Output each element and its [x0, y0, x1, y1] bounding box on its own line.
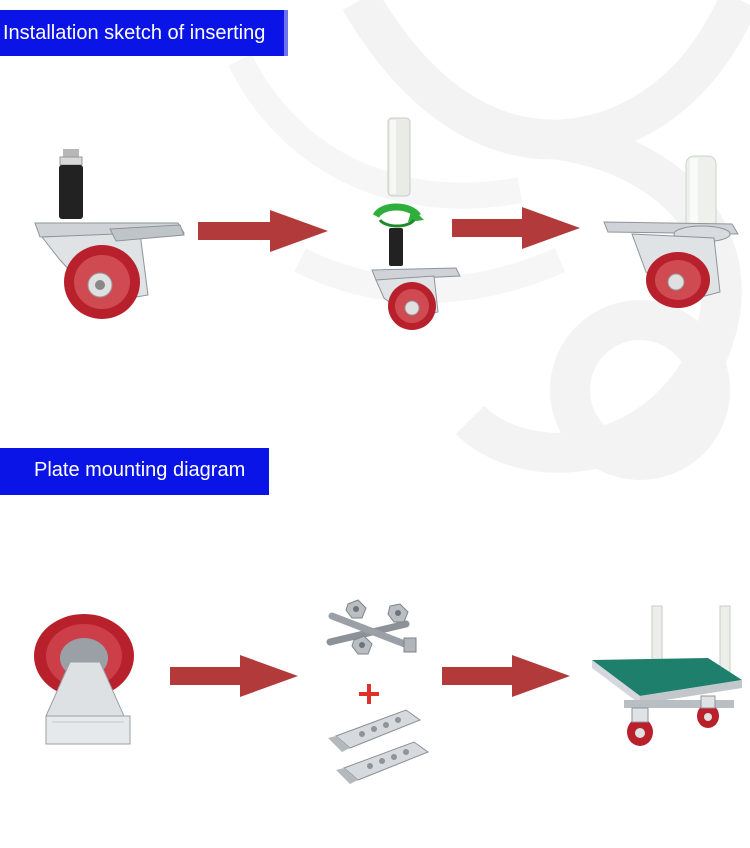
section-title: Installation sketch of inserting: [3, 22, 266, 44]
installed-caster-illustration: [603, 155, 739, 308]
tube-insertion-illustration: [371, 117, 461, 330]
plus-icon: [359, 684, 379, 704]
mounting-plates-illustration: [328, 709, 430, 784]
plate-caster-illustration: [34, 614, 134, 745]
caster-stem-illustration: [34, 149, 185, 319]
right-arrow-icon: [170, 655, 298, 697]
right-arrow-icon: [198, 210, 328, 252]
right-arrow-icon: [452, 207, 580, 249]
assembled-cart-illustration: [592, 605, 742, 746]
bolts-nuts-illustration: [326, 599, 417, 655]
section-banner-plate-mounting: Plate mounting diagram: [0, 448, 269, 495]
right-arrow-icon: [442, 655, 570, 697]
section-title: Plate mounting diagram: [34, 459, 246, 481]
rotate-icon: [372, 203, 424, 228]
section-banner-installation: Installation sketch of inserting: [0, 10, 288, 56]
